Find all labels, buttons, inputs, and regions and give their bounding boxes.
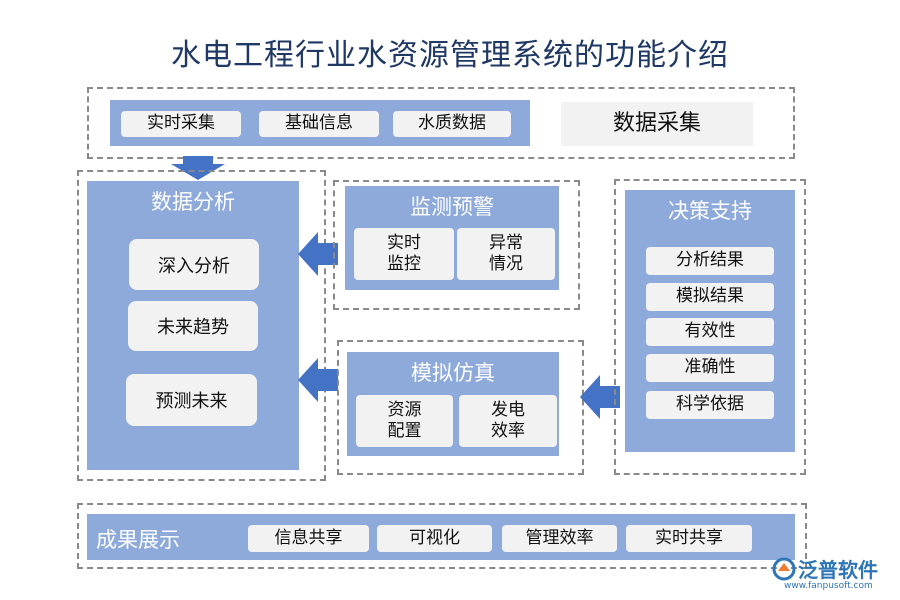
decision-support-title: 决策支持 xyxy=(668,199,752,223)
data-analysis-title: 数据分析 xyxy=(151,190,235,214)
results-section xyxy=(77,503,807,569)
arrow-down-icon xyxy=(171,156,225,180)
logo: 泛普软件 www.fanpusoft.com xyxy=(770,554,895,598)
analysis-item-forecast: 预测未来 xyxy=(126,374,257,426)
results-item-info-share: 信息共享 xyxy=(248,525,369,552)
monitoring-item-realtime: 实时 监控 xyxy=(354,228,454,280)
analysis-item-trend: 未来趋势 xyxy=(128,301,258,351)
logo-url: www.fanpusoft.com xyxy=(784,581,873,591)
results-item-realtime-share: 实时共享 xyxy=(626,525,752,552)
simulation-item-allocation: 资源 配置 xyxy=(356,395,453,447)
simulation-item-efficiency: 发电 效率 xyxy=(459,395,557,447)
results-item-visualization: 可视化 xyxy=(377,525,492,552)
data-analysis-section xyxy=(77,170,326,481)
collection-item-water-quality: 水质数据 xyxy=(393,111,511,137)
decision-item-simulation-result: 模拟结果 xyxy=(646,283,774,311)
data-collection-section xyxy=(87,87,795,159)
arrow-left-icon xyxy=(580,375,620,419)
monitoring-section xyxy=(333,180,580,310)
decision-item-analysis-result: 分析结果 xyxy=(646,247,774,275)
simulation-title: 模拟仿真 xyxy=(411,361,495,385)
arrow-left-icon xyxy=(298,358,338,402)
results-title: 成果展示 xyxy=(96,528,180,552)
logo-mark-icon xyxy=(772,557,796,585)
monitoring-item-abnormal: 异常 情况 xyxy=(457,228,555,280)
decision-item-accuracy: 准确性 xyxy=(646,354,774,382)
page-title: 水电工程行业水资源管理系统的功能介绍 xyxy=(171,38,729,73)
collection-item-basic-info: 基础信息 xyxy=(259,111,379,137)
logo-name: 泛普软件 xyxy=(798,558,878,582)
monitoring-title: 监测预警 xyxy=(410,195,494,219)
results-item-management-efficiency: 管理效率 xyxy=(502,525,617,552)
decision-item-validity: 有效性 xyxy=(646,318,774,346)
analysis-item-deep: 深入分析 xyxy=(129,239,259,290)
decision-support-section xyxy=(614,179,806,475)
decision-item-scientific-basis: 科学依据 xyxy=(646,391,774,419)
collection-item-realtime: 实时采集 xyxy=(121,111,241,137)
arrow-left-icon xyxy=(298,232,338,276)
simulation-section xyxy=(337,340,584,475)
data-collection-label: 数据采集 xyxy=(561,102,753,146)
